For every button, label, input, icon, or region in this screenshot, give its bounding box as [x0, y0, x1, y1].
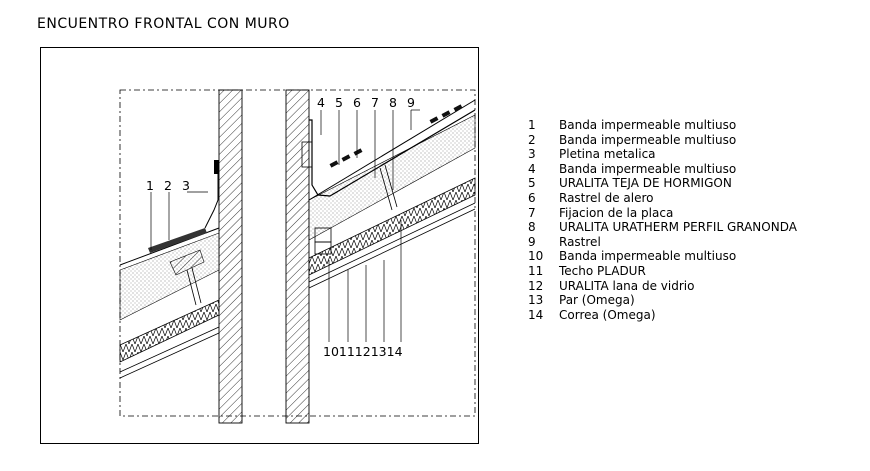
legend-text: Correa (Omega) — [559, 307, 656, 322]
legend-text: Rastrel de alero — [559, 190, 654, 205]
drawing-frame — [40, 47, 479, 444]
legend-num: 1 — [528, 118, 536, 132]
legend-item: 11 Techo PLADUR — [528, 264, 797, 279]
legend-item: 9 Rastrel — [528, 235, 797, 250]
legend-num: 5 — [528, 176, 536, 191]
callout-3: 3 — [182, 178, 190, 193]
legend-item: 7 Fijacion de la placa — [528, 206, 797, 221]
callout-1: 1 — [146, 178, 154, 193]
wall-left — [218, 89, 243, 424]
legend-item: 3 Pletina metalica — [528, 147, 797, 162]
legend-text: Banda impermeable multiuso — [559, 161, 737, 176]
legend-text: Banda impermeable multiuso — [559, 118, 737, 132]
wall-right — [285, 89, 310, 424]
legend-text: Techo PLADUR — [559, 263, 646, 278]
left-roof-assembly — [119, 160, 220, 379]
legend-num: 7 — [528, 205, 536, 220]
legend-text: URALITA URATHERM PERFIL GRANONDA — [559, 220, 797, 235]
legend-item: 4 Banda impermeable multiuso — [528, 162, 797, 177]
legend-item: 13 Par (Omega) — [528, 293, 797, 308]
legend-text: Par (Omega) — [559, 293, 635, 308]
legend-text: URALITA TEJA DE HORMIGON — [559, 176, 732, 191]
callout-5: 5 — [335, 95, 343, 110]
callout-6: 6 — [353, 95, 361, 110]
callout-7: 7 — [371, 95, 379, 110]
legend-text: Rastrel — [559, 234, 601, 249]
drawing-title: ENCUENTRO FRONTAL CON MURO — [37, 16, 290, 32]
legend-num: 6 — [528, 190, 536, 205]
legend-item: 10 Banda impermeable multiuso — [528, 249, 797, 264]
legend-num: 8 — [528, 220, 536, 235]
legend-item: 2 Banda impermeable multiuso — [528, 133, 797, 148]
legend-num: 2 — [528, 132, 536, 147]
legend-item: 1 Banda impermeable multiuso — [528, 118, 797, 133]
legend-text: Banda impermeable multiuso — [559, 249, 737, 264]
callout-2: 2 — [164, 178, 172, 193]
legend-item: 12 URALITA lana de vidrio — [528, 279, 797, 294]
legend-num: 14 — [528, 307, 544, 322]
legend-text: Banda impermeable multiuso — [559, 132, 737, 147]
legend-text: URALITA lana de vidrio — [559, 278, 695, 293]
legend-text: Fijacion de la placa — [559, 205, 674, 220]
legend-text: Pletina metalica — [559, 147, 656, 162]
legend-num: 11 — [528, 263, 544, 278]
legend-num: 12 — [528, 278, 544, 293]
right-roof-assembly — [301, 99, 476, 289]
legend-item: 14 Correa (Omega) — [528, 308, 797, 323]
legend-item: 6 Rastrel de alero — [528, 191, 797, 206]
legend-num: 9 — [528, 234, 536, 249]
callout-8: 8 — [389, 95, 397, 110]
legend-num: 10 — [528, 249, 544, 264]
legend-item: 5 URALITA TEJA DE HORMIGON — [528, 176, 797, 191]
callout-4: 4 — [317, 95, 325, 110]
callout-9: 9 — [407, 95, 415, 110]
legend-num: 3 — [528, 147, 536, 162]
legend-item: 8 URALITA URATHERM PERFIL GRANONDA — [528, 220, 797, 235]
legend-num: 4 — [528, 161, 536, 176]
legend-num: 13 — [528, 293, 544, 308]
leader-lines — [150, 109, 420, 342]
callout-10-14: 1011121314 — [323, 344, 403, 359]
